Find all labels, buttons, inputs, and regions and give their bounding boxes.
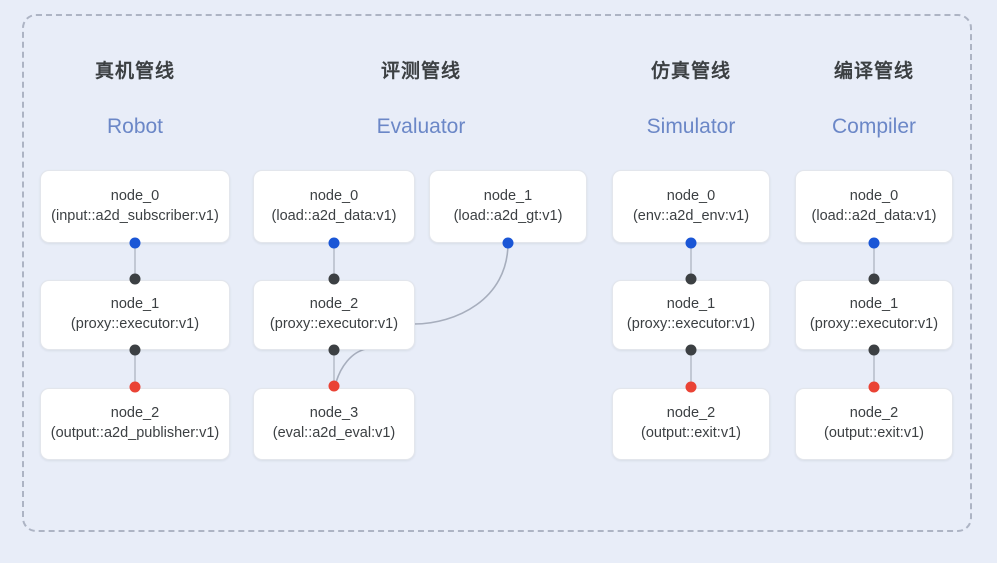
port-output-compiler-0[interactable]	[868, 237, 880, 249]
node-signature: (output::exit:v1)	[641, 425, 741, 441]
node-simulator-0[interactable]: node_0 (env::a2d_env:v1)	[612, 170, 770, 243]
node-robot-2[interactable]: node_2 (output::a2d_publisher:v1)	[40, 388, 230, 460]
node-label: node_1	[849, 296, 899, 313]
node-label: node_0	[309, 187, 359, 204]
node-signature: (input::a2d_subscriber:v1)	[51, 207, 219, 224]
node-signature: (env::a2d_env:v1)	[632, 207, 750, 224]
node-compiler-1[interactable]: node_1 (proxy::executor:v1)	[795, 280, 953, 350]
node-signature: (output::a2d_publisher:v1)	[50, 425, 220, 441]
port-output-evaluator-2[interactable]	[328, 344, 340, 356]
pipeline-group-frame	[22, 14, 972, 532]
port-input-robot-1[interactable]	[129, 273, 141, 285]
port-input-evaluator-3[interactable]	[328, 380, 340, 392]
node-label: node_2	[849, 405, 899, 422]
port-input-simulator-1[interactable]	[685, 273, 697, 285]
node-robot-0[interactable]: node_0 (input::a2d_subscriber:v1)	[40, 170, 230, 243]
port-output-simulator-1[interactable]	[685, 344, 697, 356]
node-compiler-2[interactable]: node_2 (output::exit:v1)	[795, 388, 953, 460]
port-output-evaluator-gt[interactable]	[502, 237, 514, 249]
port-output-compiler-1[interactable]	[868, 344, 880, 356]
node-signature: (load::a2d_gt:v1)	[453, 207, 563, 224]
port-output-evaluator-0[interactable]	[328, 237, 340, 249]
node-signature: (proxy::executor:v1)	[269, 316, 399, 332]
node-evaluator-0[interactable]: node_0 (load::a2d_data:v1)	[253, 170, 415, 243]
node-signature: (load::a2d_data:v1)	[271, 207, 397, 224]
node-signature: (proxy::executor:v1)	[626, 316, 756, 332]
node-label: node_1	[666, 296, 716, 313]
port-output-robot-0[interactable]	[129, 237, 141, 249]
node-signature: (eval::a2d_eval:v1)	[272, 425, 396, 441]
port-input-compiler-1[interactable]	[868, 273, 880, 285]
node-label: node_2	[666, 405, 716, 422]
node-label: node_2	[309, 296, 359, 313]
port-output-robot-1[interactable]	[129, 344, 141, 356]
node-simulator-1[interactable]: node_1 (proxy::executor:v1)	[612, 280, 770, 350]
node-signature: (proxy::executor:v1)	[70, 316, 200, 332]
node-label: node_1	[110, 296, 160, 313]
node-evaluator-gt[interactable]: node_1 (load::a2d_gt:v1)	[429, 170, 587, 243]
node-label: node_3	[309, 405, 359, 422]
node-label: node_0	[110, 187, 160, 204]
node-label: node_0	[666, 187, 716, 204]
node-signature: (proxy::executor:v1)	[809, 316, 939, 332]
node-label: node_1	[483, 187, 533, 204]
node-signature: (load::a2d_data:v1)	[811, 207, 937, 224]
port-input-robot-2[interactable]	[129, 381, 141, 393]
node-evaluator-3[interactable]: node_3 (eval::a2d_eval:v1)	[253, 388, 415, 460]
port-output-simulator-0[interactable]	[685, 237, 697, 249]
node-signature: (output::exit:v1)	[824, 425, 924, 441]
node-label: node_0	[849, 187, 899, 204]
node-evaluator-2[interactable]: node_2 (proxy::executor:v1)	[253, 280, 415, 350]
port-input-compiler-2[interactable]	[868, 381, 880, 393]
node-label: node_2	[110, 405, 160, 422]
port-input-simulator-2[interactable]	[685, 381, 697, 393]
node-compiler-0[interactable]: node_0 (load::a2d_data:v1)	[795, 170, 953, 243]
port-input-evaluator-2[interactable]	[328, 273, 340, 285]
node-robot-1[interactable]: node_1 (proxy::executor:v1)	[40, 280, 230, 350]
node-simulator-2[interactable]: node_2 (output::exit:v1)	[612, 388, 770, 460]
